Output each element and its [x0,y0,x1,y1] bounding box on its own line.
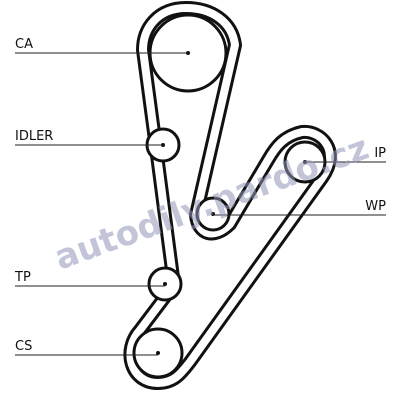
pulley-cs [132,327,184,379]
label-tp: TP [14,270,31,285]
pulley-tp [147,266,183,302]
label-ca: CA [15,37,33,52]
label-idler: IDLER [15,129,53,144]
label-cs: CS [15,339,32,354]
label-ip: IP [374,146,386,161]
label-wp: WP [365,199,386,214]
